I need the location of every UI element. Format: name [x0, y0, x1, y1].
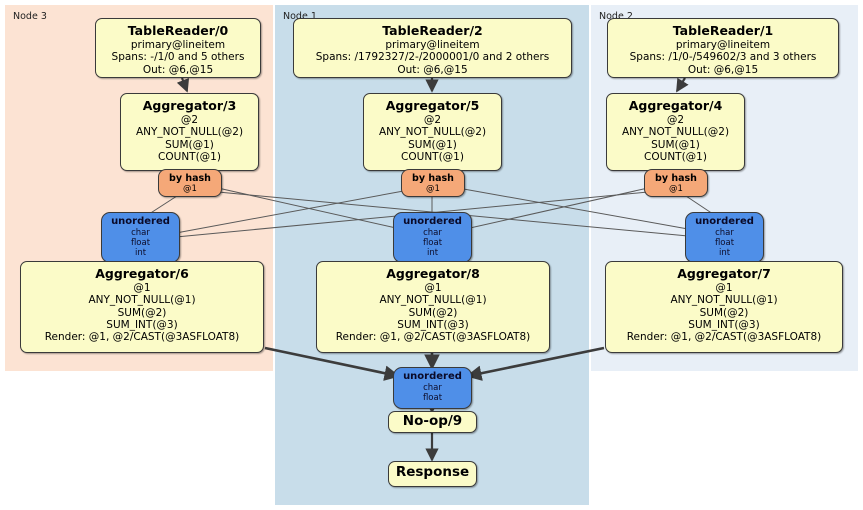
edge-aggregator-to-final-group [264, 346, 605, 381]
node-tablereader0-line-0: primary@lineitem [130, 38, 226, 51]
node-aggregator5-line-3: COUNT(@1) [401, 150, 464, 163]
sync-unordered-final-line-0: char [423, 382, 442, 393]
sync-unordered-right-line-1: float [714, 237, 735, 248]
router-by-hash-left[interactable]: by hash @1 [158, 169, 222, 197]
node-aggregator7-title: Aggregator/7 [677, 266, 771, 281]
edge-agg7-final [465, 346, 605, 381]
node-response[interactable]: Response [388, 461, 477, 487]
sync-unordered-center-line-0: char [423, 227, 442, 238]
node-aggregator7-line-0: @1 [715, 281, 733, 294]
node-aggregator4[interactable]: Aggregator/4 @2 ANY_NOT_NULL(@2) SUM(@1)… [606, 93, 745, 171]
sync-unordered-center-title: unordered [403, 216, 462, 227]
node-aggregator7-line-3: SUM_INT(@3) [688, 318, 760, 331]
sync-unordered-final[interactable]: unordered char float [393, 367, 472, 409]
node-aggregator4-line-2: SUM(@1) [651, 138, 700, 151]
sync-unordered-right-line-0: char [715, 227, 734, 238]
node-aggregator8[interactable]: Aggregator/8 @1 ANY_NOT_NULL(@1) SUM(@2)… [316, 261, 550, 353]
router-by-hash-right-line-0: @1 [669, 184, 683, 195]
router-by-hash-center-line-0: @1 [426, 184, 440, 195]
node-aggregator5-line-0: @2 [423, 113, 442, 126]
edge-hashR-unoC [460, 187, 649, 231]
sync-unordered-center-line-1: float [422, 237, 443, 248]
node-tablereader1-line-0: primary@lineitem [675, 38, 771, 51]
node-aggregator5[interactable]: Aggregator/5 @2 ANY_NOT_NULL(@2) SUM(@1)… [363, 93, 502, 171]
sync-unordered-final-title: unordered [403, 371, 462, 382]
edge-tr1-agg4 [676, 77, 689, 93]
node-aggregator3[interactable]: Aggregator/3 @2 ANY_NOT_NULL(@2) SUM(@1)… [120, 93, 259, 171]
node-aggregator4-line-3: COUNT(@1) [644, 150, 707, 163]
node-aggregator3-line-3: COUNT(@1) [158, 150, 221, 163]
sync-unordered-right-title: unordered [695, 216, 754, 227]
router-by-hash-right-title: by hash [655, 173, 697, 184]
sync-unordered-center-line-2: int [426, 247, 439, 258]
node-tablereader2-line-2: Out: @6,@15 [397, 63, 468, 76]
node-aggregator8-line-0: @1 [424, 281, 442, 294]
node-response-title: Response [395, 464, 470, 480]
node-noop9[interactable]: No-op/9 [388, 411, 477, 433]
node-tablereader0-line-1: Spans: -/1/0 and 5 others [111, 51, 245, 64]
node-aggregator6-line-2: SUM(@2) [117, 306, 167, 319]
node-aggregator5-line-2: SUM(@1) [408, 138, 457, 151]
router-by-hash-right[interactable]: by hash @1 [644, 169, 708, 197]
node-aggregator8-line-2: SUM(@2) [408, 306, 458, 319]
node-aggregator3-title: Aggregator/3 [142, 98, 237, 113]
sync-unordered-left-line-2: int [134, 247, 147, 258]
node-aggregator6-line-3: SUM_INT(@3) [106, 318, 178, 331]
node-tablereader2-line-1: Spans: /1792327/2-/2000001/0 and 2 other… [315, 51, 550, 64]
node-aggregator8-title: Aggregator/8 [386, 266, 480, 281]
router-by-hash-center-title: by hash [412, 173, 454, 184]
node-tablereader2-title: TableReader/2 [382, 23, 483, 38]
router-by-hash-left-title: by hash [169, 173, 211, 184]
node-aggregator5-line-1: ANY_NOT_NULL(@2) [378, 126, 487, 139]
node-aggregator8-line-1: ANY_NOT_NULL(@1) [379, 294, 487, 307]
node-tablereader2-line-0: primary@lineitem [385, 38, 480, 51]
sync-unordered-left-line-1: float [130, 237, 151, 248]
panel-node3-label: Node 3 [13, 11, 47, 22]
node-aggregator8-line-4: Render: @1, @2/CAST(@3ASFLOAT8) [335, 331, 531, 344]
node-tablereader1-line-2: Out: @6,@15 [687, 63, 759, 76]
node-noop9-title: No-op/9 [402, 413, 463, 429]
node-aggregator4-line-0: @2 [666, 113, 685, 126]
node-aggregator6-title: Aggregator/6 [95, 266, 189, 281]
node-tablereader1-title: TableReader/1 [672, 23, 774, 38]
sync-unordered-left-line-0: char [131, 227, 150, 238]
node-aggregator6-line-1: ANY_NOT_NULL(@1) [88, 294, 196, 307]
node-aggregator8-line-3: SUM_INT(@3) [397, 318, 469, 331]
sync-unordered-left-title: unordered [111, 216, 170, 227]
node-aggregator4-line-1: ANY_NOT_NULL(@2) [621, 126, 730, 139]
router-by-hash-left-line-0: @1 [183, 184, 197, 195]
sync-unordered-final-line-1: float [422, 392, 443, 403]
node-aggregator3-line-2: SUM(@1) [165, 138, 214, 151]
edge-tr0-agg3 [176, 77, 190, 93]
node-aggregator6[interactable]: Aggregator/6 @1 ANY_NOT_NULL(@1) SUM(@2)… [20, 261, 264, 353]
node-aggregator3-line-1: ANY_NOT_NULL(@2) [135, 126, 244, 139]
node-aggregator7[interactable]: Aggregator/7 @1 ANY_NOT_NULL(@1) SUM(@2)… [605, 261, 843, 353]
node-aggregator3-line-0: @2 [180, 113, 199, 126]
sync-unordered-left[interactable]: unordered char float int [101, 212, 180, 263]
node-tablereader0-title: TableReader/0 [127, 23, 229, 38]
edge-agg6-final [264, 346, 401, 381]
node-aggregator6-line-0: @1 [133, 281, 151, 294]
edge-hashC-unoL [175, 189, 410, 234]
router-by-hash-center[interactable]: by hash @1 [401, 169, 465, 197]
node-aggregator7-line-4: Render: @1, @2/CAST(@3ASFLOAT8) [626, 331, 822, 344]
sync-unordered-right[interactable]: unordered char float int [685, 212, 764, 263]
node-aggregator4-title: Aggregator/4 [628, 98, 723, 113]
sync-unordered-right-line-2: int [718, 247, 731, 258]
node-aggregator7-line-2: SUM(@2) [699, 306, 749, 319]
node-tablereader0[interactable]: TableReader/0 primary@lineitem Spans: -/… [95, 18, 261, 78]
node-tablereader1-line-1: Spans: /1/0-/549602/3 and 3 others [629, 51, 817, 64]
sync-unordered-center[interactable]: unordered char float int [393, 212, 472, 263]
panel-node2-label: Node 2 [599, 11, 633, 22]
node-tablereader1[interactable]: TableReader/1 primary@lineitem Spans: /1… [607, 18, 839, 78]
edge-tablereader-to-aggregator-group [176, 77, 689, 93]
panel-node1-label: Node 1 [283, 11, 317, 22]
node-aggregator6-line-4: Render: @1, @2/CAST(@3ASFLOAT8) [44, 331, 240, 344]
node-tablereader2[interactable]: TableReader/2 primary@lineitem Spans: /1… [293, 18, 572, 78]
node-aggregator7-line-1: ANY_NOT_NULL(@1) [670, 294, 778, 307]
node-aggregator5-title: Aggregator/5 [385, 98, 480, 113]
node-tablereader0-line-2: Out: @6,@15 [142, 63, 214, 76]
edge-hashC-unoR [457, 187, 689, 230]
